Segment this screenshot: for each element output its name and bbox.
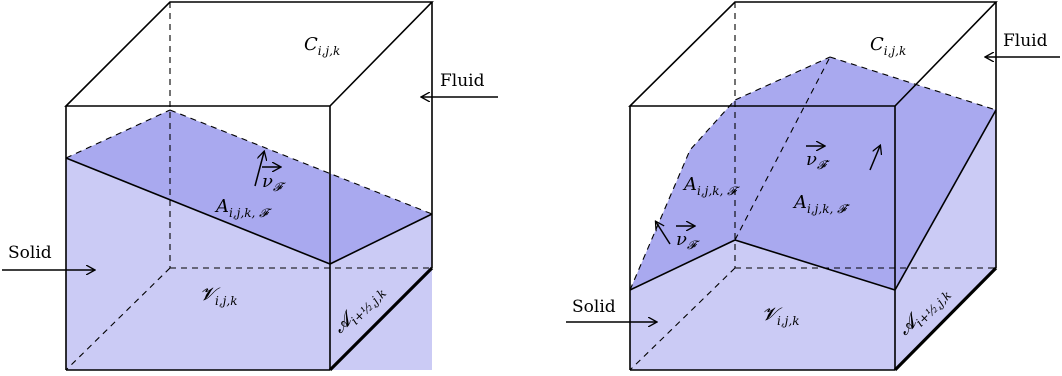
right-interface2-label: Ai,j,k, 𝓕′: [792, 192, 850, 216]
left-volume-label: 𝓥i,j,k: [200, 284, 237, 308]
right-interface-front-edge-2: [734, 239, 896, 291]
right-interface-back-edge: [829, 56, 997, 111]
left-cube-bottom-side-edge: [328, 266, 434, 372]
right-solid-label: Solid: [572, 297, 616, 317]
left-interface-label: Ai,j,k, 𝓕: [214, 196, 272, 220]
right-fluid-label: Fluid: [1003, 31, 1048, 51]
right-normal2-arrow-icon: [869, 146, 880, 171]
right-interface-ridge-edge: [734, 56, 831, 241]
left-cut-cell-diagram: Ci,j,k Fluid Solid ν𝓕 Ai,j,k, 𝓕 𝓥i,j,k 𝓐…: [2, 1, 498, 372]
left-normal-arrow-icon: [254, 152, 264, 187]
right-interface-plane-1: [630, 100, 735, 290]
left-cell-label: Ci,j,k: [304, 34, 340, 58]
left-interface-back-edge: [169, 109, 433, 215]
right-cube-bottom-side-edge: [893, 266, 998, 372]
right-cut-cell-diagram: Ci,j,k Fluid Solid ν𝓕 ν𝓕′ Ai,j,k, 𝓕 Ai,j…: [566, 1, 1060, 372]
right-interface-plane-2: [735, 57, 996, 290]
left-hidden-depth-edge: [65, 267, 171, 371]
right-normal2-label: ν𝓕′: [806, 149, 830, 172]
right-solid-volume: [630, 110, 996, 370]
left-solid-label: Solid: [8, 243, 52, 263]
right-hidden-depth-edge: [629, 267, 736, 371]
left-interface-left-edge: [65, 109, 171, 159]
left-interface-front-edge: [65, 157, 331, 265]
right-interface-side-edge: [894, 109, 997, 291]
left-cube-top-face: [64, 1, 434, 107]
left-solid-volume: [66, 158, 432, 370]
left-interface-side-edge: [329, 213, 433, 265]
left-interface-plane: [66, 110, 432, 264]
right-interface-front-edge-1: [629, 239, 736, 291]
right-normal1-arrow-icon: [656, 222, 671, 245]
right-cell-label: Ci,j,k: [870, 34, 906, 58]
right-interface1-label: Ai,j,k, 𝓕: [682, 174, 740, 198]
left-fluid-label: Fluid: [440, 71, 485, 91]
